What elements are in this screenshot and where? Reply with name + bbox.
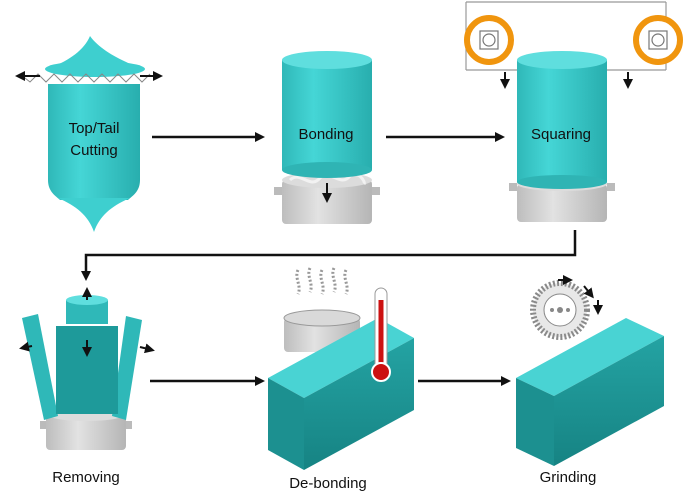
crystal-cylinder-squaring: [517, 60, 607, 182]
crystal-top-cap: [45, 61, 145, 77]
step-grinding: Grinding: [516, 275, 664, 486]
crystal-bottom-cone: [58, 198, 130, 232]
fixture-peg-right: [372, 187, 380, 195]
label-top-tail-line1: Top/Tail: [69, 120, 120, 137]
fixture-peg-left-removing: [40, 421, 46, 429]
crystal-cylinder-bottom-squaring: [517, 175, 607, 189]
flow-arrow-3: [81, 230, 577, 281]
step-removing: Removing: [19, 287, 155, 486]
crystal-body: [48, 84, 140, 200]
label-squaring: Squaring: [531, 126, 591, 143]
crystal-cylinder-top-squaring: [517, 51, 607, 69]
rotation-arrow-2-icon: [583, 285, 594, 299]
step-de-bonding: De-bonding: [268, 267, 414, 492]
fixture-peg-left-squaring: [509, 183, 517, 191]
arrow-right-slab-icon: [139, 343, 155, 354]
slab-left: [22, 314, 58, 420]
crystal-cylinder-bottom: [282, 162, 372, 178]
step-squaring: Squaring: [464, 1, 683, 222]
square-core: [56, 326, 118, 414]
arrow-left-slab-icon: [19, 341, 33, 352]
label-top-tail-line2: Cutting: [70, 142, 118, 159]
fixture-peg-right-squaring: [607, 183, 615, 191]
crystal-top-cone: [50, 36, 140, 68]
step-top-tail-cutting: Top/Tail Cutting: [15, 36, 163, 232]
fixture-peg-left: [274, 187, 282, 195]
wire-wheel-left-icon: [464, 15, 514, 65]
thermometer-icon: [371, 287, 391, 382]
block-end-grinding: [516, 378, 554, 466]
crystal-cylinder: [282, 60, 372, 170]
steam-icon: [295, 267, 349, 295]
heating-bath-top: [283, 309, 361, 327]
label-de-bonding: De-bonding: [289, 475, 367, 492]
label-grinding: Grinding: [540, 469, 597, 486]
block-end: [268, 378, 304, 470]
slab-right: [112, 316, 142, 420]
fixture-base-squaring: [517, 184, 607, 222]
grinding-wheel-icon: [530, 280, 590, 340]
block-top-grinding: [516, 318, 664, 396]
fixture-peg-right-removing: [126, 421, 132, 429]
cut-line-top: [19, 73, 151, 83]
fixture-base-removing: [46, 414, 126, 450]
label-removing: Removing: [52, 469, 120, 486]
block-front-grinding: [554, 336, 664, 466]
wire-wheel-right-icon: [633, 15, 683, 65]
step-bonding: Bonding: [274, 51, 380, 224]
label-bonding: Bonding: [298, 126, 353, 143]
crystal-cylinder-top: [282, 51, 372, 69]
